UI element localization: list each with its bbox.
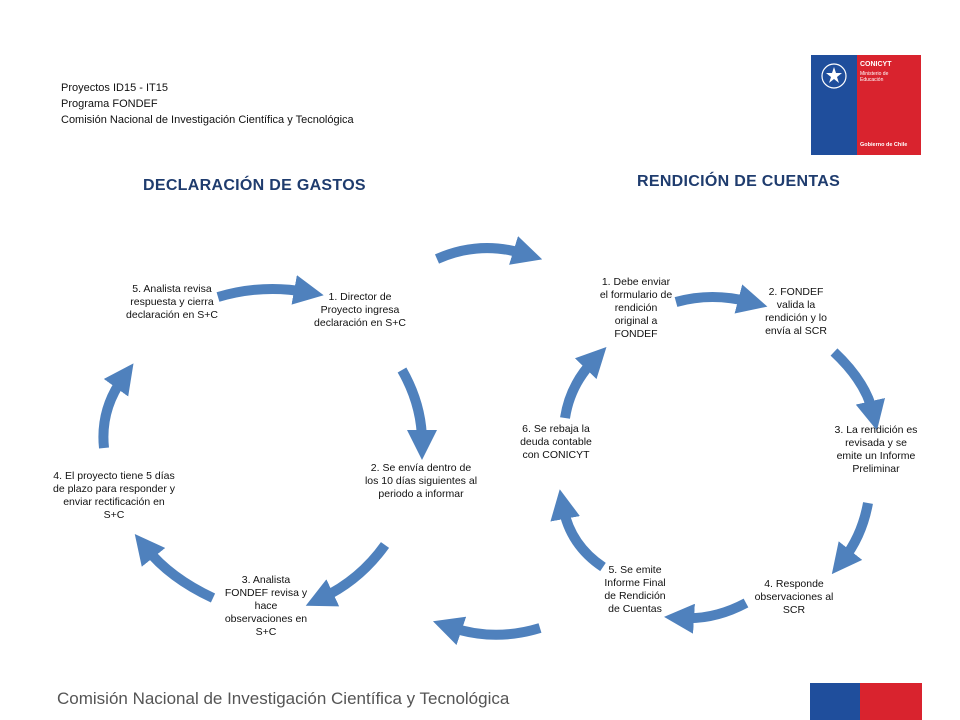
footer-text: Comisión Nacional de Investigación Cient… <box>57 689 510 708</box>
right-arrow-3-to-4 <box>831 502 873 575</box>
left-step-1: 1. Director de Proyecto ingresa declarac… <box>314 291 406 329</box>
left-arrow-5-to-1 <box>216 275 324 305</box>
left-cycle-title: DECLARACIÓN DE GASTOS <box>143 177 366 194</box>
left-arrow-4-to-5 <box>98 363 134 449</box>
logo-ministry: Ministerio de Educación <box>860 71 888 83</box>
footer-flag <box>810 683 922 720</box>
logo-sub-line2: Educación <box>860 77 884 83</box>
left-arrow-3-to-4 <box>134 533 216 603</box>
right-arrow-6-to-1 <box>560 347 607 419</box>
left-step-3: 3. Analista FONDEF revisa y hace observa… <box>224 574 308 638</box>
header-info: Proyectos ID15 - IT15 Programa FONDEF Co… <box>61 80 354 128</box>
right-arrow-4-to-5 <box>664 598 749 634</box>
right-arrow-1-to-2 <box>674 284 768 314</box>
logo-sub-line1: Ministerio de <box>860 71 889 77</box>
header-line-commission: Comisión Nacional de Investigación Cient… <box>61 114 354 126</box>
header-line-program: Programa FONDEF <box>61 98 158 110</box>
right-step-2: 2. FONDEF valida la rendición y lo envía… <box>765 286 827 337</box>
right-step-6: 6. Se rebaja la deuda contable con CONIC… <box>520 423 592 461</box>
right-step-5: 5. Se emite Informe Final de Rendición d… <box>604 564 666 615</box>
right-step-4: 4. Responde observaciones al SCR <box>754 578 834 616</box>
right-arrow-5-to-6 <box>550 489 606 572</box>
logo-name: CONICYT <box>860 61 892 68</box>
logo-government: Gobierno de Chile <box>860 142 908 148</box>
right-arrow-2-to-3 <box>830 348 885 431</box>
connector-top-arrow <box>434 236 543 265</box>
left-step-4: 4. El proyecto tiene 5 días de plazo par… <box>53 470 175 521</box>
left-arrow-2-to-3 <box>305 542 390 607</box>
coat-of-arms-icon <box>821 63 847 89</box>
conicyt-logo: CONICYT Ministerio de Educación Gobierno… <box>811 55 921 155</box>
right-cycle-title: RENDICIÓN DE CUENTAS <box>637 173 841 190</box>
right-step-3: 3. La rendición es revisada y se emite u… <box>834 424 918 475</box>
header-line-projects: Proyectos ID15 - IT15 <box>61 82 168 94</box>
left-arrow-1-to-2 <box>397 367 437 460</box>
left-step-5: 5. Analista revisa respuesta y cierra de… <box>126 283 218 321</box>
left-step-2: 2. Se envía dentro de los 10 días siguie… <box>364 462 478 500</box>
connector-bottom-arrow <box>432 616 542 646</box>
right-step-1: 1. Debe enviar el formulario de rendició… <box>599 276 673 340</box>
